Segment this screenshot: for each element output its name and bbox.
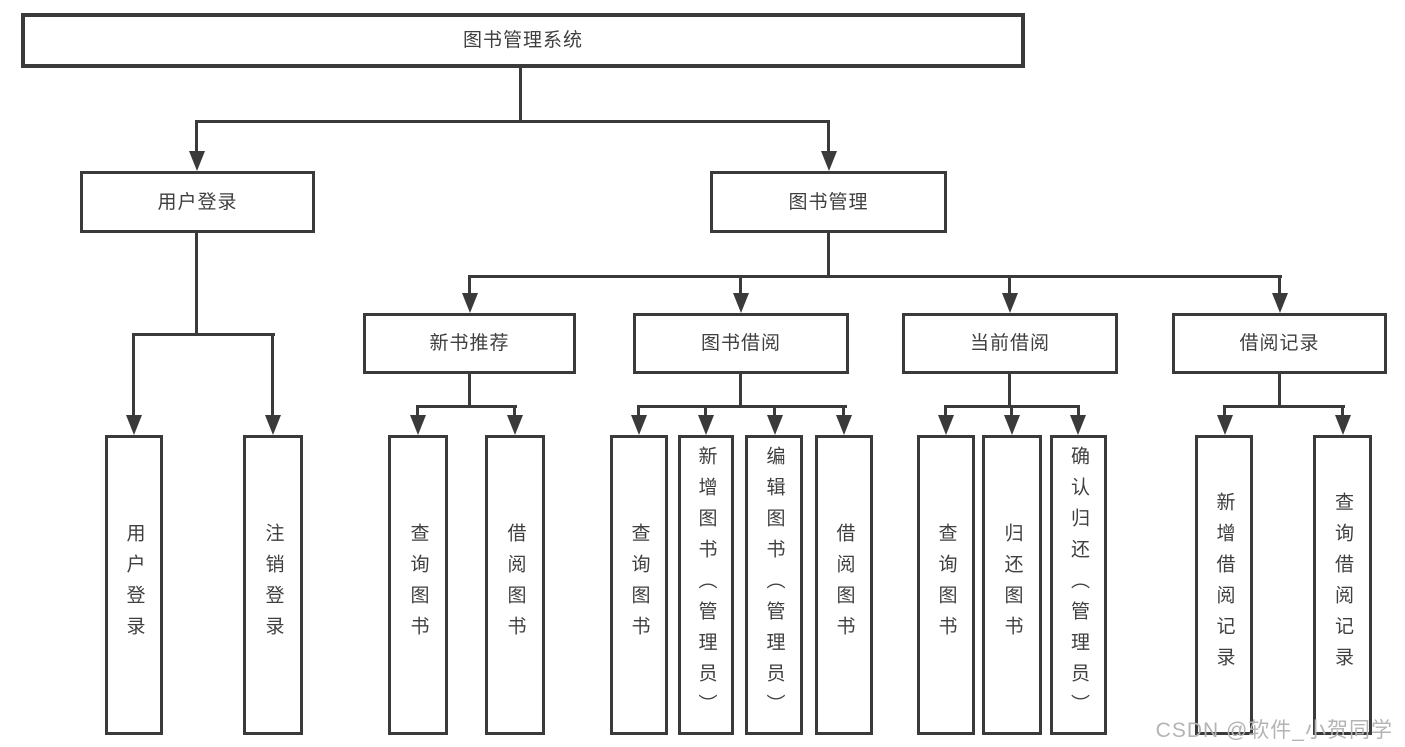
connector-line-vertical	[519, 66, 522, 123]
connector-line-vertical	[1008, 374, 1011, 408]
leaf-query-borrow-record: 查询借阅记录	[1313, 435, 1372, 735]
connector-stub	[827, 120, 830, 154]
leaf-logout-label: 注销登录	[262, 523, 284, 647]
leaf-query-borrow-record-label: 查询借阅记录	[1332, 492, 1353, 678]
connector-stub	[739, 275, 742, 295]
leaf-add-books-admin: 新增图书（管理员）	[678, 435, 734, 735]
arrowhead-down	[698, 415, 714, 435]
connector-stub	[1008, 275, 1011, 295]
arrowhead-down	[1070, 415, 1086, 435]
connector-stub	[704, 405, 707, 417]
leaf-borrow-books-2: 借阅图书	[815, 435, 873, 735]
arrowhead-down	[410, 415, 426, 435]
arrowhead-down	[821, 151, 837, 171]
connector-stub	[944, 405, 947, 417]
arrowhead-down	[265, 415, 281, 435]
arrowhead-down	[507, 415, 523, 435]
leaf-edit-books-admin-label: 编辑图书（管理员）	[763, 445, 785, 725]
leaf-return-books: 归还图书	[982, 435, 1042, 735]
leaf-add-books-admin-label: 新增图书（管理员）	[695, 445, 717, 725]
leaf-borrow-books-1-label: 借阅图书	[504, 523, 526, 647]
leaf-confirm-return-admin-label: 确认归还（管理员）	[1068, 445, 1089, 725]
connector-stub	[842, 405, 845, 417]
leaf-borrow-books-1: 借阅图书	[485, 435, 545, 735]
connector-stub	[1223, 405, 1226, 417]
node-new-book-recommend: 新书推荐	[363, 313, 576, 374]
node-root: 图书管理系统	[21, 13, 1025, 68]
arrowhead-down	[1335, 415, 1351, 435]
node-borrowing-records-label: 借阅记录	[1239, 333, 1320, 354]
connector-stub	[773, 405, 776, 417]
connector-stub	[1010, 405, 1013, 417]
connector-stub	[468, 275, 471, 295]
leaf-edit-books-admin: 编辑图书（管理员）	[745, 435, 803, 735]
leaf-logout: 注销登录	[243, 435, 303, 735]
leaf-query-books-2: 查询图书	[610, 435, 668, 735]
arrowhead-down	[767, 415, 783, 435]
leaf-add-borrow-record: 新增借阅记录	[1195, 435, 1253, 735]
connector-line-vertical	[739, 374, 742, 408]
leaf-user-login-label: 用户登录	[123, 523, 145, 647]
connector-stub	[637, 405, 640, 417]
arrowhead-down	[938, 415, 954, 435]
arrowhead-down	[1272, 293, 1288, 313]
arrowhead-down	[1004, 415, 1020, 435]
arrowhead-down	[733, 293, 749, 313]
connector-stub	[1341, 405, 1344, 417]
leaf-user-login: 用户登录	[105, 435, 163, 735]
arrowhead-down	[1002, 293, 1018, 313]
connector-line-vertical	[195, 233, 198, 336]
connector-line-horizontal	[1223, 405, 1345, 408]
connector-line-vertical	[827, 233, 830, 278]
leaf-query-books-1-label: 查询图书	[407, 523, 429, 647]
node-book-management: 图书管理	[710, 171, 947, 233]
leaf-query-books-1: 查询图书	[388, 435, 448, 735]
arrowhead-down	[836, 415, 852, 435]
leaf-query-books-3: 查询图书	[917, 435, 975, 735]
node-root-label: 图书管理系统	[462, 30, 583, 51]
arrowhead-down	[631, 415, 647, 435]
leaf-query-books-2-label: 查询图书	[628, 523, 650, 647]
csdn-watermark: CSDN @软件_小贺同学	[1155, 719, 1393, 742]
connector-line-vertical	[1278, 374, 1281, 408]
node-borrowing-records: 借阅记录	[1172, 313, 1387, 374]
node-book-borrowing: 图书借阅	[633, 313, 849, 374]
leaf-borrow-books-2-label: 借阅图书	[833, 523, 855, 647]
connector-stub	[513, 405, 516, 417]
node-book-management-label: 图书管理	[788, 191, 869, 213]
connector-stub	[132, 333, 135, 417]
node-book-borrowing-label: 图书借阅	[700, 333, 781, 354]
connector-line-horizontal	[132, 333, 275, 336]
node-current-borrowing: 当前借阅	[902, 313, 1118, 374]
connector-stub	[271, 333, 274, 417]
arrowhead-down	[462, 293, 478, 313]
connector-line-horizontal	[468, 275, 1282, 278]
leaf-return-books-label: 归还图书	[1001, 523, 1023, 647]
arrowhead-down	[189, 151, 205, 171]
node-user-login-label: 用户登录	[157, 191, 238, 213]
node-new-book-recommend-label: 新书推荐	[429, 333, 510, 354]
node-user-login: 用户登录	[80, 171, 315, 233]
connector-line-horizontal	[196, 120, 830, 123]
connector-stub	[1077, 405, 1080, 417]
connector-line-horizontal	[416, 405, 517, 408]
connector-stub	[416, 405, 419, 417]
leaf-query-books-3-label: 查询图书	[935, 523, 957, 647]
arrowhead-down	[126, 415, 142, 435]
arrowhead-down	[1217, 415, 1233, 435]
leaf-confirm-return-admin: 确认归还（管理员）	[1050, 435, 1107, 735]
connector-line-horizontal	[637, 405, 847, 408]
connector-stub	[195, 120, 198, 154]
leaf-add-borrow-record-label: 新增借阅记录	[1213, 492, 1235, 678]
connector-stub	[1278, 275, 1281, 295]
connector-line-vertical	[468, 374, 471, 408]
node-current-borrowing-label: 当前借阅	[969, 333, 1050, 354]
